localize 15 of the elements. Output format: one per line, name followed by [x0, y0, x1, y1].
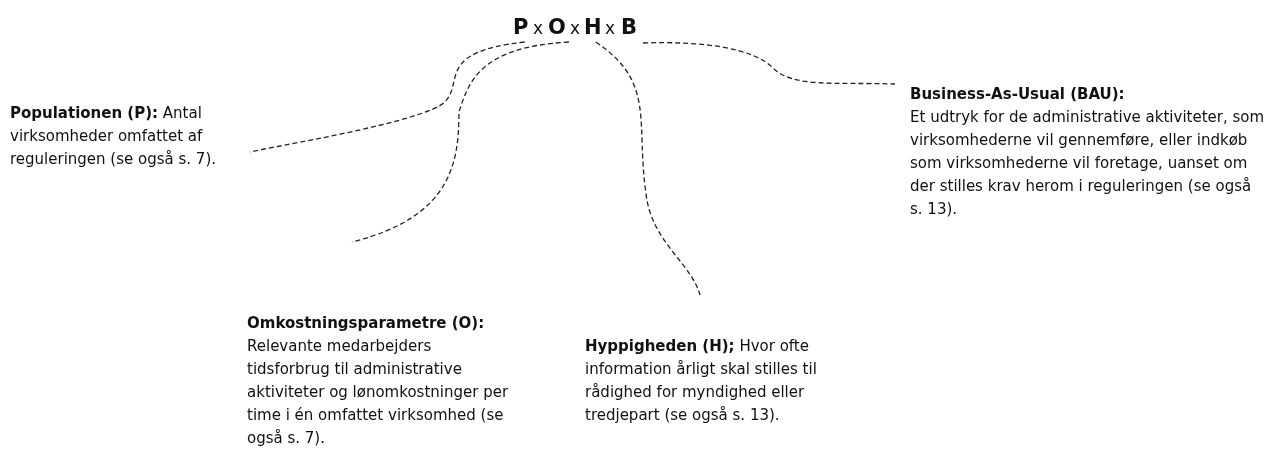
leader-line: [595, 41, 701, 296]
multiplication-sign: x: [570, 17, 581, 40]
description-heading: Omkostningsparametre (O):: [247, 313, 486, 334]
description-text: Hyppigheden (H); Hvor ofte information årligt skal stilles til rådighed for myndighed eller tredjepart (se også s. 13).: [585, 335, 843, 427]
description-text: Relevante medarbejders tidsforbrug til administrative aktiviteter og lønomkostninger per time i én omfattet virksomhed (se også s. 7).: [247, 336, 509, 449]
description-heading: Business-As-Usual (BAU):: [910, 84, 1126, 105]
formula-letter: O: [548, 14, 566, 40]
formula-letter: H: [584, 14, 602, 40]
formula-letter: B: [621, 14, 637, 40]
multiplication-sign: x: [605, 17, 616, 40]
description-text: Et udtryk for de administrative aktiviteter, som virksomhederne vil gennemføre, eller indkøb som virksomhederne vil foretage, uanset om der stilles krav herom i reguleringen (se også s. 13).: [910, 107, 1266, 220]
description-text: Populationen (P): Antal virksomheder omfattet af reguleringen (se også s. 7).: [10, 102, 260, 171]
multiplication-sign: x: [533, 17, 544, 40]
leader-line: [642, 42, 896, 85]
formula-letter: P: [513, 14, 529, 40]
